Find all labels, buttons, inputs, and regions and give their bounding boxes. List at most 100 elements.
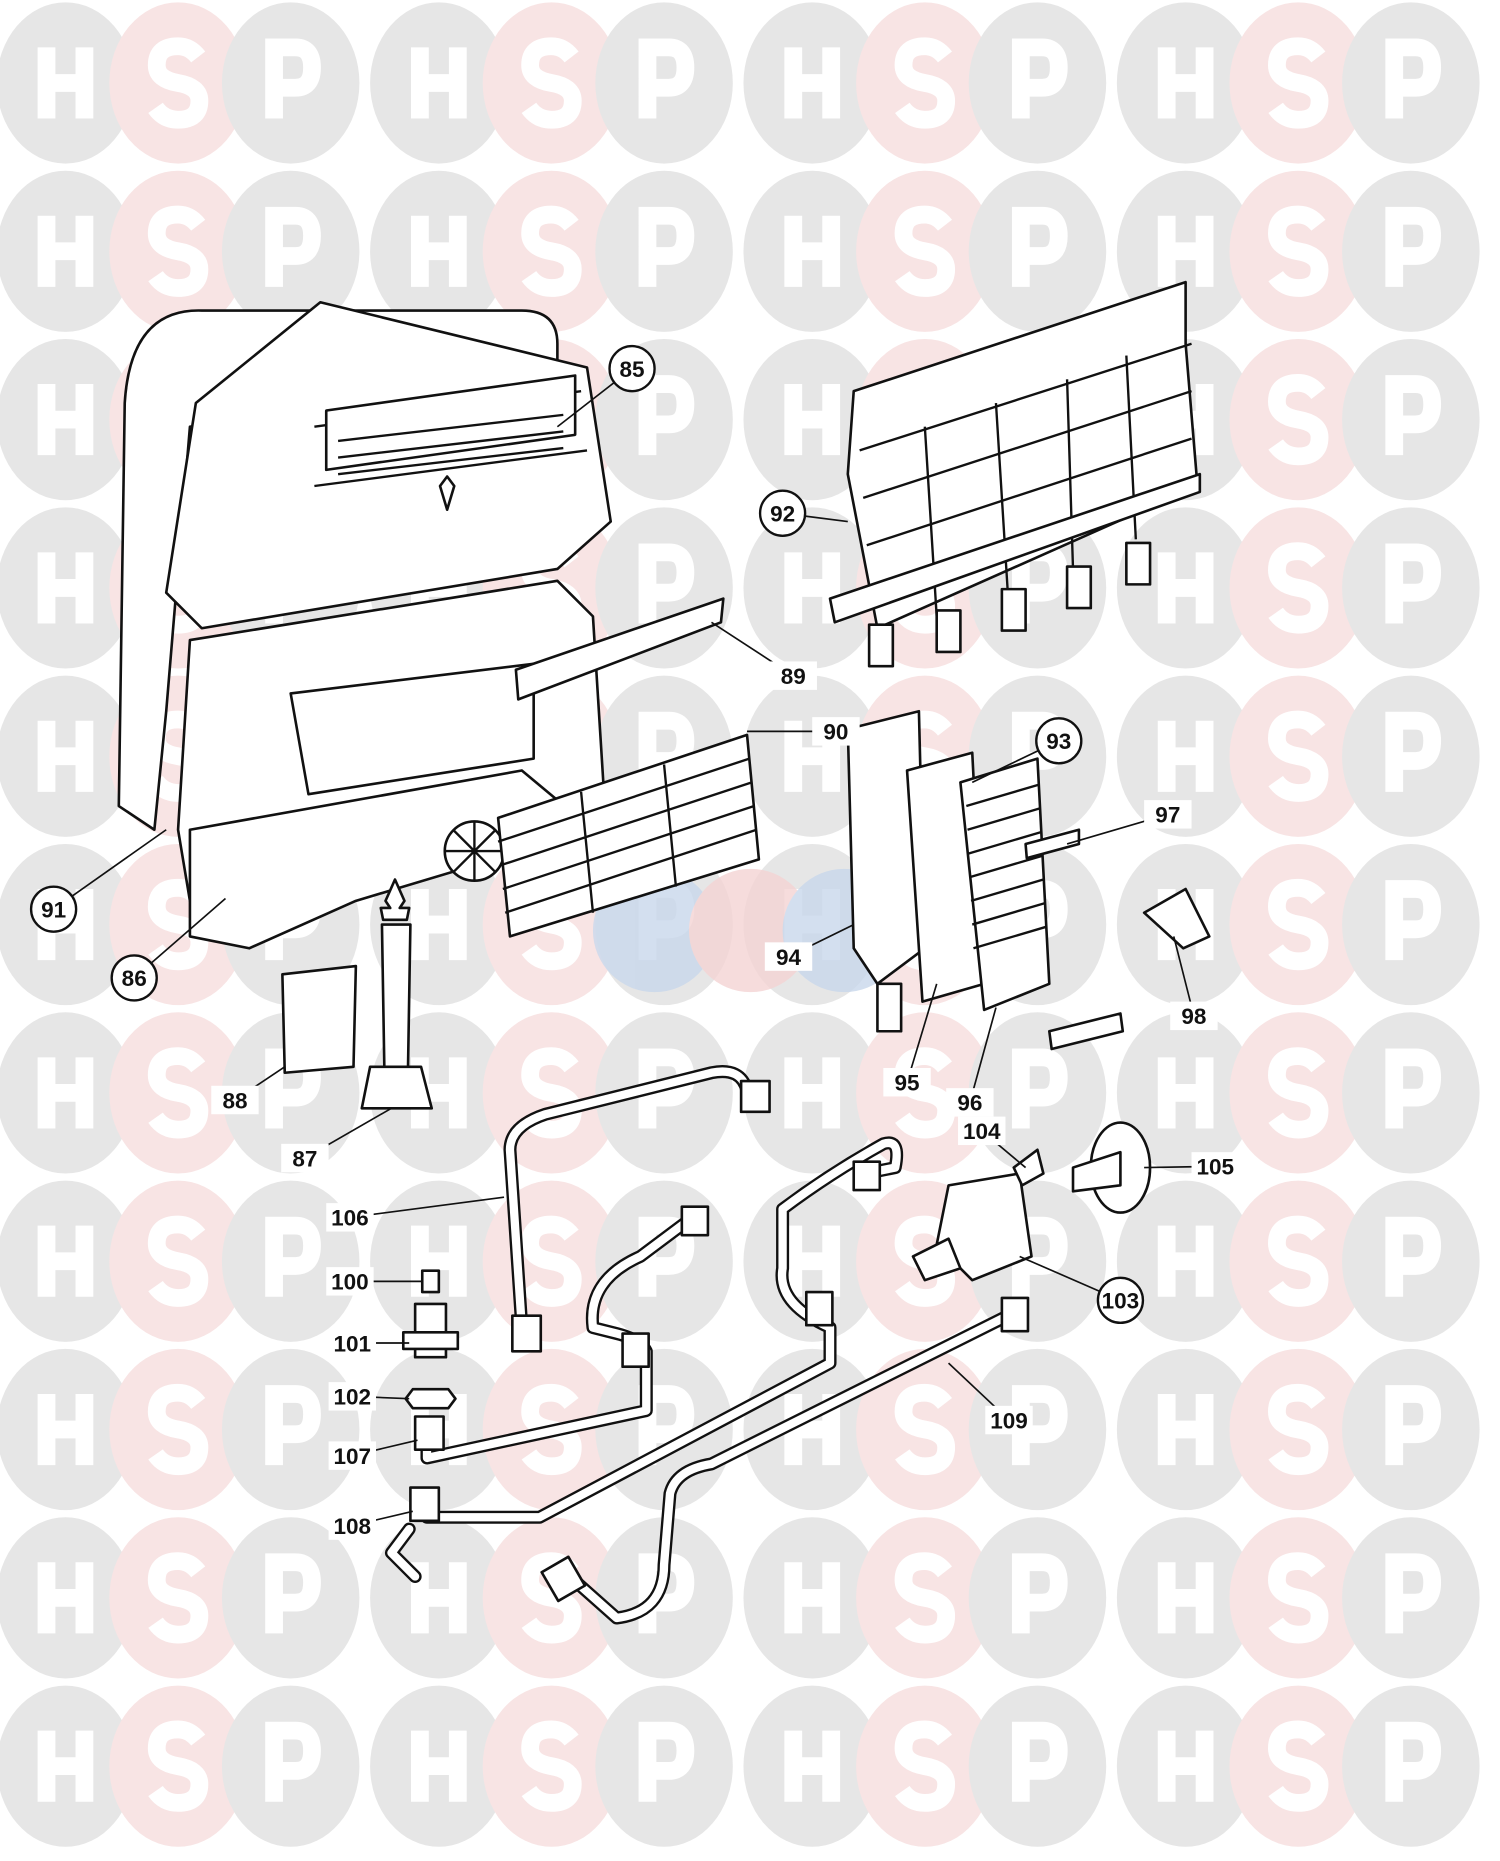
watermark-glyph-p [1011,1721,1068,1802]
watermark-glyph-s [1267,542,1329,634]
watermark-glyph-s [1267,37,1329,129]
part-100-102-fittings [401,1269,460,1410]
callout-circle [1035,717,1083,765]
part-105-knob [1071,1121,1152,1214]
callout-number: 107 [334,1444,372,1469]
watermark-glyph-h [1157,215,1214,287]
watermark-glyph-h [37,1562,94,1634]
watermark-glyph-p [638,38,695,119]
watermark-glyph-p [1385,38,1442,119]
callout-number: 90 [823,720,848,745]
watermark-glyph-s [1267,373,1329,466]
callout-number: 96 [957,1091,982,1116]
callout-bg [812,717,860,746]
watermark-glyph-p [1011,1048,1068,1129]
watermark-glyph-h [784,1562,841,1634]
callout-bg [1170,1001,1218,1031]
watermark-glyph-h [410,889,467,961]
callout-circle [758,489,807,537]
callout-number: 104 [963,1119,1001,1144]
watermark-glyph-s [521,37,582,129]
watermark-glyph-h [1157,1057,1214,1129]
watermark-glyph-p [1385,1553,1442,1634]
watermark-glyph-h [37,1393,94,1466]
callout-circle [608,344,656,393]
part-94-96-pilot-burner [846,709,1125,1051]
callout-bg [883,1068,931,1097]
watermark-glyph-h [1157,720,1214,792]
callout-number: 85 [620,357,645,382]
callout-100: 100 [326,1267,423,1296]
watermark-glyph-h [37,47,94,119]
callout-105: 105 [1144,1152,1239,1181]
watermark-glyph-s [1267,1552,1329,1644]
watermark-glyph-s [147,878,209,971]
part-92-burner-assembly [828,280,1202,668]
callout-97: 97 [1066,800,1192,845]
leader-line [969,1007,997,1103]
callout-number: 93 [1046,729,1071,754]
callout-bg [1191,1152,1239,1181]
watermark-glyph-s [147,710,209,802]
watermark-glyph-s [1267,878,1329,971]
callout-number: 102 [334,1385,372,1410]
watermark-glyph-p [265,1216,321,1297]
callout-number: 87 [292,1146,317,1171]
watermark-glyph-s [894,1383,956,1476]
watermark-glyph-s [147,1552,209,1644]
watermark-glyph-h [410,1730,467,1802]
watermark-glyph-h [37,720,94,792]
callout-85: 85 [556,344,656,428]
part-103-gas-valve [911,1148,1045,1282]
callout-108: 108 [328,1510,413,1540]
watermark-glyph-h [1157,552,1214,624]
watermark-glyph-p [1385,1216,1442,1297]
watermark-glyph-s [894,1720,956,1812]
watermark-glyph-p [1011,1216,1068,1297]
callout-bg [326,1203,374,1232]
watermark-glyph-s [521,1215,582,1307]
watermark-glyph-h [1157,1225,1214,1297]
watermark-glyph-s [894,205,956,297]
watermark-glyph-h [1157,1393,1214,1466]
watermark-glyph-p [638,543,695,624]
watermark-glyph-h [784,1730,841,1802]
callout-number: 89 [781,664,806,689]
watermark-glyph-s [147,37,209,129]
watermark-glyph-h [37,552,94,624]
callout-106: 106 [326,1196,505,1232]
watermark-glyph-h [1157,47,1214,119]
watermark-glyph-s [1267,1047,1329,1139]
callout-86: 86 [110,897,227,1002]
callout-bg [1144,800,1192,829]
watermark-glyph-p [1385,880,1442,961]
watermark-glyph-s [1267,1720,1329,1812]
callout-109: 109 [947,1362,1033,1435]
watermark-glyph-h [37,215,94,287]
callout-number: 103 [1102,1289,1140,1314]
callout-circle [1096,1276,1145,1325]
callout-93: 93 [971,717,1083,784]
callout-labels: 8586878889909192939495969798100101102103… [29,344,1239,1540]
watermark-glyph-s [147,1383,209,1476]
callout-bg [211,1085,259,1115]
watermark-glyph-p [638,1721,695,1802]
callout-number: 106 [331,1206,369,1231]
watermark-glyph-p [638,206,695,287]
watermark-glyph-h [37,1057,94,1129]
callout-number: 95 [895,1071,920,1096]
callout-bg [328,1441,377,1470]
watermark-glyph-p [265,38,321,119]
callout-98: 98 [1170,936,1218,1031]
watermark-glyph-h [37,1730,94,1802]
watermark-glyph-h [784,47,841,119]
callout-bg [946,1088,994,1117]
callout-bg [328,1382,377,1411]
watermark-glyph-p [1385,375,1442,456]
callout-104: 104 [958,1116,1027,1169]
watermark-glyph-h [410,47,467,119]
watermark-glyph-s [894,37,956,129]
callout-number: 108 [334,1514,372,1539]
callout-number: 88 [222,1088,247,1113]
callout-89: 89 [711,621,817,690]
